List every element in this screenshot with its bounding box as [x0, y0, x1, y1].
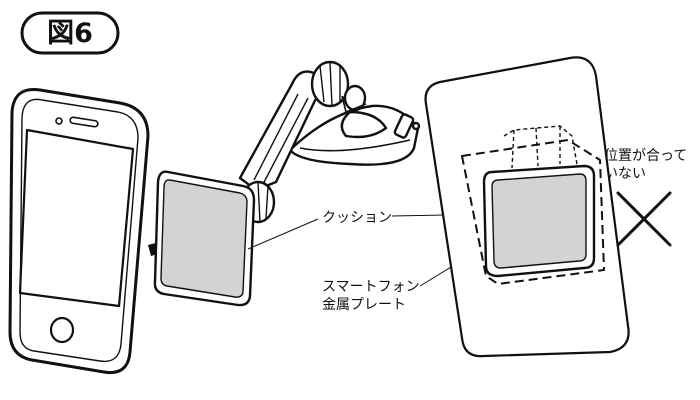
cushion-pad — [160, 179, 248, 298]
cushion-pad-back — [491, 173, 587, 269]
smartphone-illustration — [8, 87, 150, 375]
cushion-leader-line — [247, 218, 319, 250]
misaligned-label-line1: 位置が合って — [604, 148, 687, 164]
holder-mount-illustration — [153, 60, 421, 307]
misaligned-label-line2: いない — [604, 166, 646, 182]
plate-label-line1: スマートフォン — [322, 279, 420, 295]
phone-back-illustration — [424, 56, 630, 358]
wrong-mark — [616, 191, 672, 247]
figure-label-text: 図6 — [47, 18, 93, 49]
figure-label-badge: 図6 — [20, 11, 120, 55]
metal-plate-outline — [461, 139, 605, 285]
cushion-label: クッション — [322, 210, 392, 226]
plate-label-line2: 金属プレート — [322, 297, 406, 313]
